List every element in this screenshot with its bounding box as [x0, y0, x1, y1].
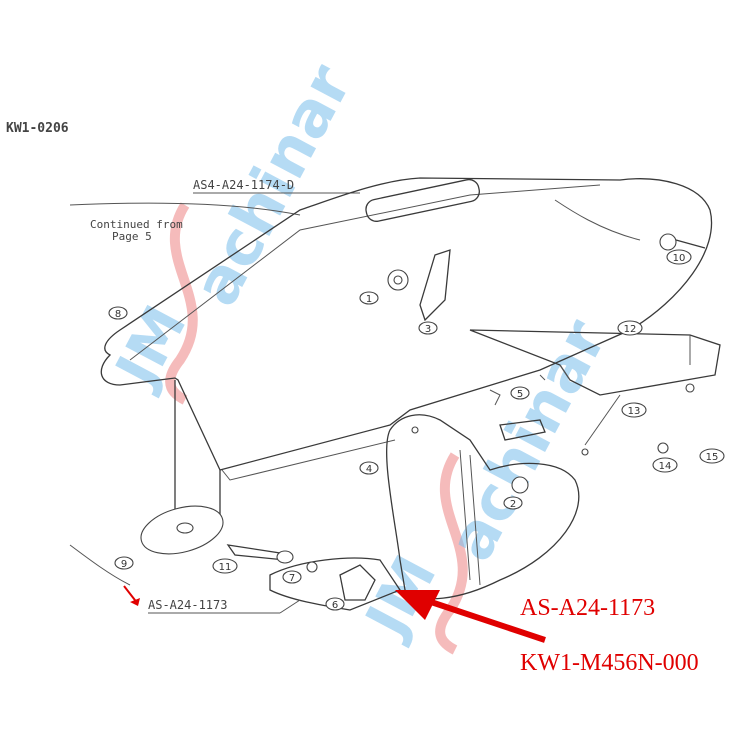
- svg-text:13: 13: [628, 406, 641, 417]
- part-balloon-4: 4: [359, 461, 379, 475]
- svg-text:8: 8: [115, 309, 121, 320]
- part-balloon-14: 14: [652, 457, 678, 473]
- small-hardware: [387, 199, 706, 456]
- right-bracket: [469, 329, 721, 446]
- part-balloon-13: 13: [621, 402, 647, 418]
- doc-code: KW1-0206: [6, 121, 69, 136]
- part-balloon-6: 6: [325, 597, 345, 611]
- svg-text:6: 6: [332, 600, 338, 611]
- svg-text:14: 14: [659, 461, 672, 472]
- svg-text:1: 1: [366, 294, 372, 305]
- continued-page-label: Page 5: [112, 230, 152, 243]
- part-balloon-1: 1: [359, 291, 379, 305]
- svg-text:11: 11: [219, 562, 232, 573]
- part-balloon-12: 12: [617, 320, 643, 336]
- part-balloon-11: 11: [212, 558, 238, 574]
- part-balloon-9: 9: [114, 556, 134, 570]
- part-balloon-15: 15: [699, 448, 725, 464]
- lower-bracket: [385, 414, 580, 600]
- svg-text:2: 2: [510, 499, 516, 510]
- left-assembly: [69, 380, 294, 586]
- part-balloons: 1 2 3 4 5 6 7 8 9 10 11 12 13 14 15: [108, 249, 725, 611]
- part-balloon-7: 7: [282, 570, 302, 584]
- svg-text:3: 3: [425, 324, 431, 335]
- svg-text:7: 7: [289, 573, 295, 584]
- main-plate: [100, 177, 713, 481]
- callout-part-number: KW1-M456N-000: [520, 650, 699, 676]
- svg-text:5: 5: [517, 389, 523, 400]
- svg-text:12: 12: [624, 324, 637, 335]
- svg-text:10: 10: [673, 253, 686, 264]
- part-balloon-10: 10: [666, 249, 692, 265]
- part-balloon-2: 2: [503, 496, 523, 510]
- svg-text:15: 15: [706, 452, 719, 463]
- callout-assembly-number: AS-A24-1173: [520, 595, 655, 621]
- bottom-assembly-label: AS-A24-1173: [148, 598, 227, 612]
- part-balloon-8: 8: [108, 306, 128, 320]
- svg-text:4: 4: [366, 464, 372, 475]
- part-balloon-3: 3: [418, 321, 438, 335]
- top-assembly-label: AS4-A24-1174-D: [193, 178, 294, 192]
- svg-text:9: 9: [121, 559, 127, 570]
- part-balloon-5: 5: [510, 386, 530, 400]
- continued-from-label: Continued from: [90, 218, 183, 231]
- small-red-arrow-icon: [123, 585, 140, 606]
- red-arrow-icon: [395, 590, 546, 643]
